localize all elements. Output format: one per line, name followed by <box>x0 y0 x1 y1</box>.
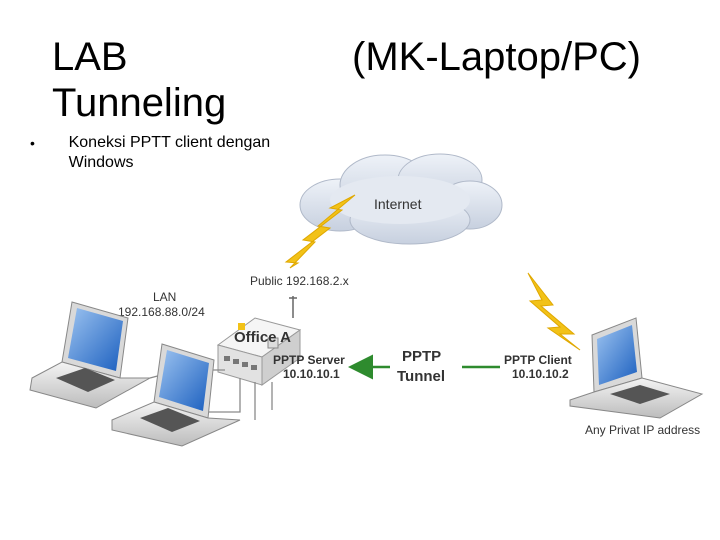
public-ip-label: Public 192.168.2.x <box>250 274 349 288</box>
router-icon <box>216 317 302 386</box>
pptp-tunnel-label: PPTP <box>402 348 441 365</box>
lan-label: LAN <box>153 290 176 304</box>
bullet-text: Koneksi PPTT client dengan Windows <box>68 134 271 171</box>
lan-cable <box>200 378 241 413</box>
laptop-icon <box>29 301 152 409</box>
lightning-icon <box>284 194 356 269</box>
pptp-server-label: PPTP Server <box>273 353 345 367</box>
bullet-dot-icon: • <box>30 135 35 151</box>
internet-label: Internet <box>374 196 422 212</box>
pptp-client-ip: 10.10.10.2 <box>512 367 569 381</box>
slide-title: LAB Tunneling <box>52 35 227 125</box>
lan-subnet-label: 192.168.88.0/24 <box>118 305 205 319</box>
pptp-tunnel-label-2: Tunnel <box>397 368 445 385</box>
slide-subtitle: (MK-Laptop/PC) <box>352 35 641 79</box>
privat-ip-label: Any Privat IP address <box>585 423 700 437</box>
office-label: Office A <box>234 329 291 346</box>
laptop-icon <box>111 343 241 447</box>
lightning-icon <box>527 272 581 351</box>
pptp-client-label: PPTP Client <box>504 353 572 367</box>
laptop-icon <box>569 317 704 419</box>
pptp-server-ip: 10.10.10.1 <box>283 367 340 381</box>
bullet-item: • Koneksi PPTT client dengan Windows <box>30 133 330 173</box>
